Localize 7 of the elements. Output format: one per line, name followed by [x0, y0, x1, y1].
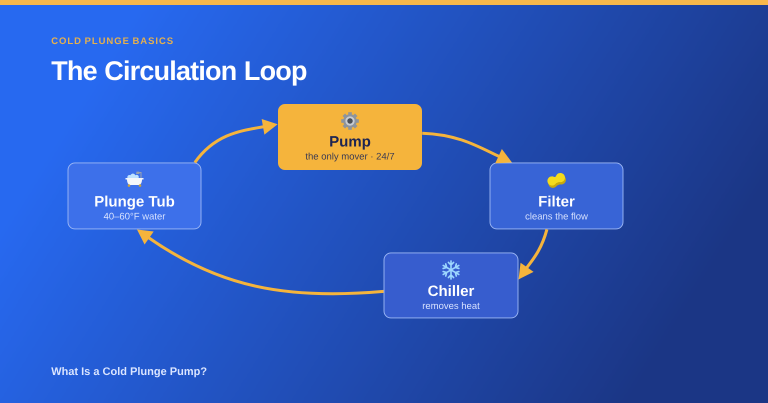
- process-box: Chiller removes heat: [384, 252, 518, 318]
- footer-text: What Is a Cold Plunge Pump?: [51, 367, 206, 378]
- process-box: Pump the only mover · 24/7: [278, 104, 422, 170]
- process-box: Filter cleans the flow: [490, 162, 624, 230]
- title: The Circulation Loop: [52, 60, 306, 86]
- eyebrow-text: COLD PLUNGE BASICS: [52, 37, 173, 44]
- process-box: Plunge Tub 40–60°F water: [68, 162, 202, 230]
